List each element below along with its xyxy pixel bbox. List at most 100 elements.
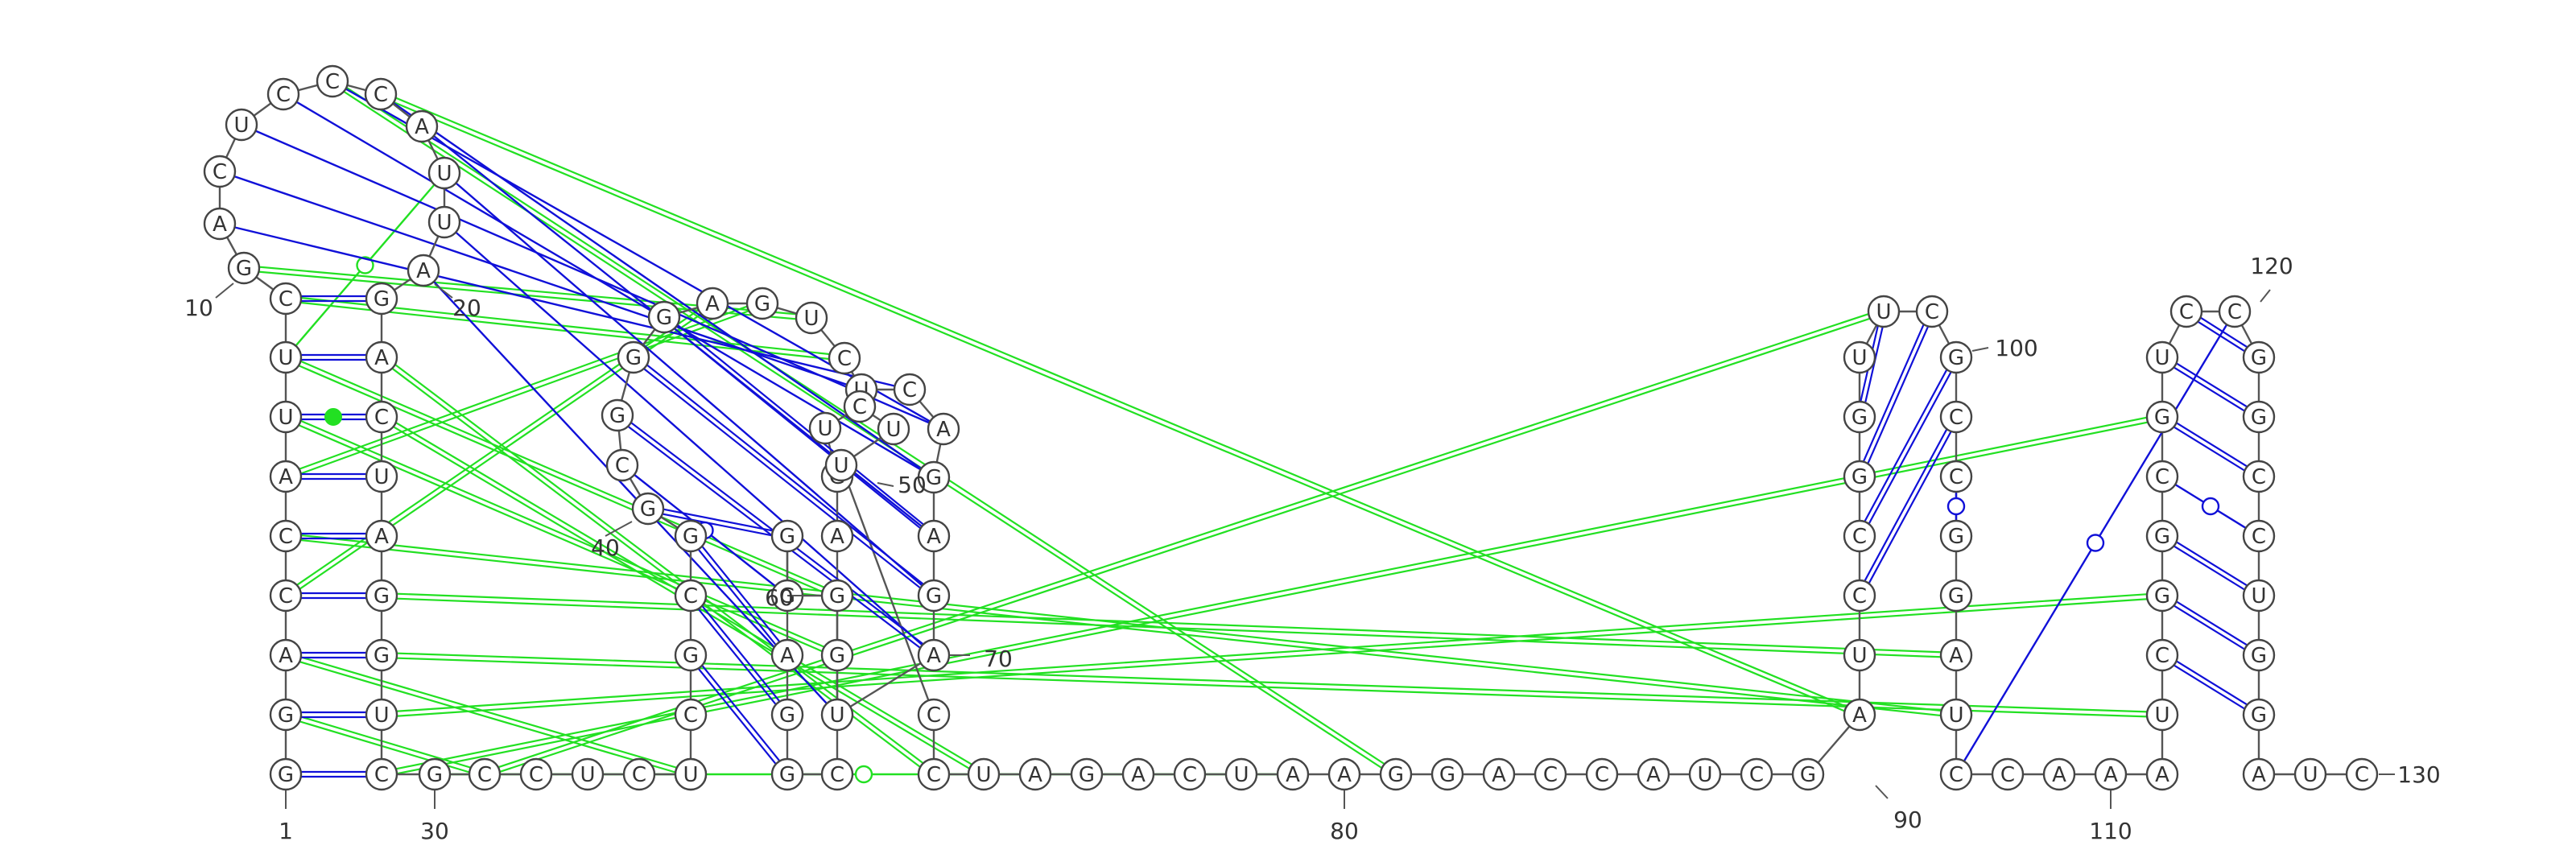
position-label: 50 bbox=[898, 472, 927, 498]
nucleotide-letter: C bbox=[2155, 644, 2169, 668]
nucleotide-circle bbox=[1867, 295, 1901, 328]
nucleotide-circle bbox=[1939, 698, 1973, 732]
nucleotide-letter: A bbox=[1286, 763, 1300, 787]
nucleotide-circle bbox=[1585, 757, 1619, 791]
nucleotide: C bbox=[917, 698, 951, 732]
nucleotide-circle bbox=[2242, 757, 2276, 791]
nucleotide: G bbox=[365, 579, 398, 613]
nucleotide: U bbox=[820, 698, 854, 732]
nucleotide: C bbox=[2345, 757, 2379, 791]
nucleotide-circle bbox=[1482, 757, 1516, 791]
nucleotide: A bbox=[917, 519, 951, 553]
nucleotide-circle bbox=[405, 109, 439, 143]
nucleotide: C bbox=[269, 579, 303, 613]
nucleotide-circle bbox=[927, 412, 960, 446]
nucleotide-circle bbox=[674, 698, 708, 732]
nucleotide: C bbox=[2145, 638, 2179, 672]
nucleotide: C bbox=[316, 64, 349, 98]
tertiary-interaction bbox=[382, 651, 2163, 714]
stem-base-pair bbox=[662, 318, 933, 539]
nucleotide-letter: G bbox=[374, 287, 390, 311]
position-tick bbox=[605, 521, 633, 537]
position-tick bbox=[1875, 785, 1889, 799]
nucleotide-circle bbox=[770, 638, 804, 672]
nucleotide-letter: A bbox=[279, 465, 293, 489]
nucleotide-circle bbox=[2242, 579, 2276, 613]
nucleotide-letter: U bbox=[817, 417, 832, 441]
wobble-pair-marker bbox=[2201, 497, 2220, 516]
nucleotide-circle bbox=[1843, 400, 1876, 434]
position-label: 40 bbox=[591, 534, 620, 561]
nucleotide-letter: U bbox=[886, 418, 901, 442]
nucleotide-circle bbox=[2145, 579, 2179, 613]
nucleotide-letter: C bbox=[2355, 763, 2369, 787]
nucleotide-circle bbox=[418, 757, 452, 791]
nucleotide: G bbox=[617, 340, 650, 374]
nucleotide-letter: G bbox=[2251, 703, 2267, 728]
nucleotide-letter: G bbox=[926, 466, 942, 490]
nucleotide: C bbox=[605, 448, 639, 482]
nucleotide-letter: G bbox=[1079, 763, 1095, 787]
nucleotide: G bbox=[1430, 757, 1464, 791]
nucleotide: G bbox=[1843, 460, 1876, 493]
nucleotide: U bbox=[808, 411, 842, 445]
position-label: 120 bbox=[2250, 253, 2293, 279]
nucleotide-circle bbox=[365, 340, 398, 374]
nucleotide-circle bbox=[1939, 460, 1973, 493]
nucleotide-circle bbox=[364, 77, 398, 111]
nucleotide: G bbox=[674, 638, 708, 672]
nucleotide-letter: U bbox=[976, 763, 991, 787]
nucleotide-letter: U bbox=[2302, 763, 2318, 787]
nucleotide-circle bbox=[427, 156, 461, 190]
stem-base-pair bbox=[2160, 358, 2259, 420]
nucleotide: A bbox=[1276, 757, 1310, 791]
nucleotide-letter: G bbox=[374, 644, 390, 668]
nucleotide: C bbox=[674, 698, 708, 732]
nucleotide: A bbox=[407, 254, 440, 287]
nucleotide-circle bbox=[674, 638, 708, 672]
nucleotide-circle bbox=[617, 340, 650, 374]
position-label: 1 bbox=[279, 818, 293, 844]
nucleotide: G bbox=[2242, 400, 2276, 434]
nucleotide-circle bbox=[269, 579, 303, 613]
nucleotide-letter: G bbox=[829, 644, 845, 668]
nucleotide-circle bbox=[2242, 638, 2276, 672]
nucleotide-letter: C bbox=[1543, 763, 1558, 787]
position-label: 10 bbox=[184, 295, 213, 321]
pseudoknot-pair bbox=[219, 222, 910, 391]
nucleotide-circle bbox=[2242, 400, 2276, 434]
nucleotide-letter: C bbox=[683, 703, 698, 728]
nucleotide: A bbox=[365, 340, 398, 374]
nucleotide-circle bbox=[1939, 638, 1973, 672]
stem-base-pair bbox=[687, 537, 786, 658]
nucleotide: C bbox=[1991, 757, 2025, 791]
nucleotide-letter: U bbox=[2251, 584, 2266, 608]
nucleotide-circle bbox=[1843, 340, 1876, 374]
stem-base-pair bbox=[634, 354, 936, 595]
nucleotide-letter: C bbox=[2179, 300, 2194, 324]
nucleotide-circle bbox=[316, 64, 349, 98]
nucleotide-circle bbox=[2145, 519, 2179, 553]
nucleotide: G bbox=[820, 638, 854, 672]
nucleotide-circle bbox=[269, 638, 303, 672]
backbone bbox=[218, 80, 2362, 776]
nucleotide: C bbox=[1534, 757, 1567, 791]
tertiary-interaction bbox=[382, 596, 2163, 719]
nucleotide-letter: G bbox=[278, 763, 294, 787]
nucleotide-circle bbox=[745, 287, 779, 320]
nucleotide-letter: C bbox=[837, 347, 852, 371]
nucleotide: C bbox=[203, 155, 237, 188]
nucleotide-circle bbox=[622, 757, 656, 791]
nucleotide: A bbox=[203, 207, 237, 241]
nucleotide: G bbox=[2145, 579, 2179, 613]
nucleotide: C bbox=[820, 757, 854, 791]
nucleotide-letter: G bbox=[374, 584, 390, 608]
nucleotide: C bbox=[519, 757, 553, 791]
nucleotide-circle bbox=[365, 519, 398, 553]
nucleotide-letter: C bbox=[615, 454, 630, 478]
nucleotide-letter: U bbox=[374, 465, 389, 489]
nucleotide-circle bbox=[1843, 698, 1876, 732]
stem-base-pair bbox=[691, 534, 791, 654]
nucleotide-letter: A bbox=[213, 212, 227, 237]
nucleotide: G bbox=[2145, 519, 2179, 553]
